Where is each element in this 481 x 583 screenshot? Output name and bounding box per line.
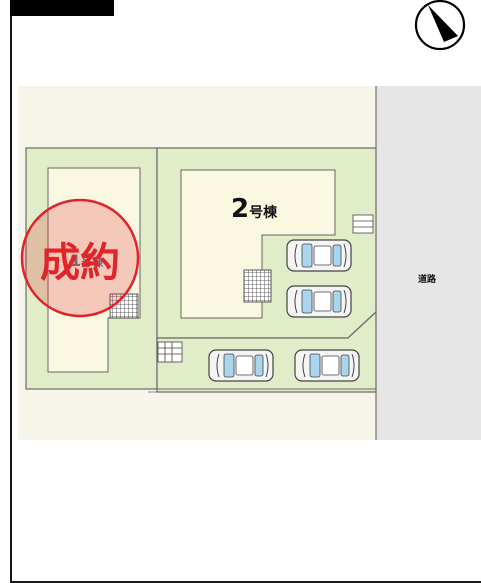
sold-stamp-text: 成約: [40, 240, 120, 286]
north-arrow-icon: [414, 0, 466, 51]
building-1-label: 1号棟: [70, 251, 104, 270]
car-icon: [286, 285, 352, 318]
frame-bottom-border: [10, 581, 481, 583]
road-label: 道路: [418, 273, 437, 285]
car-icon: [286, 239, 352, 272]
building-1: [47, 167, 141, 373]
sold-stamp: 1号棟 成約: [20, 198, 140, 318]
road: [376, 86, 481, 440]
car-icon: [208, 349, 274, 382]
header-tab: [10, 0, 114, 16]
frame-left-border: [10, 0, 12, 583]
stair-grid-2: [243, 269, 272, 303]
car-icon: [294, 349, 360, 382]
building-2: [180, 169, 336, 319]
building-2-label: 2号棟: [231, 194, 278, 224]
stairs-icon-entrance-2: [352, 214, 374, 234]
stairs-icon-entrance-1: [157, 341, 183, 363]
